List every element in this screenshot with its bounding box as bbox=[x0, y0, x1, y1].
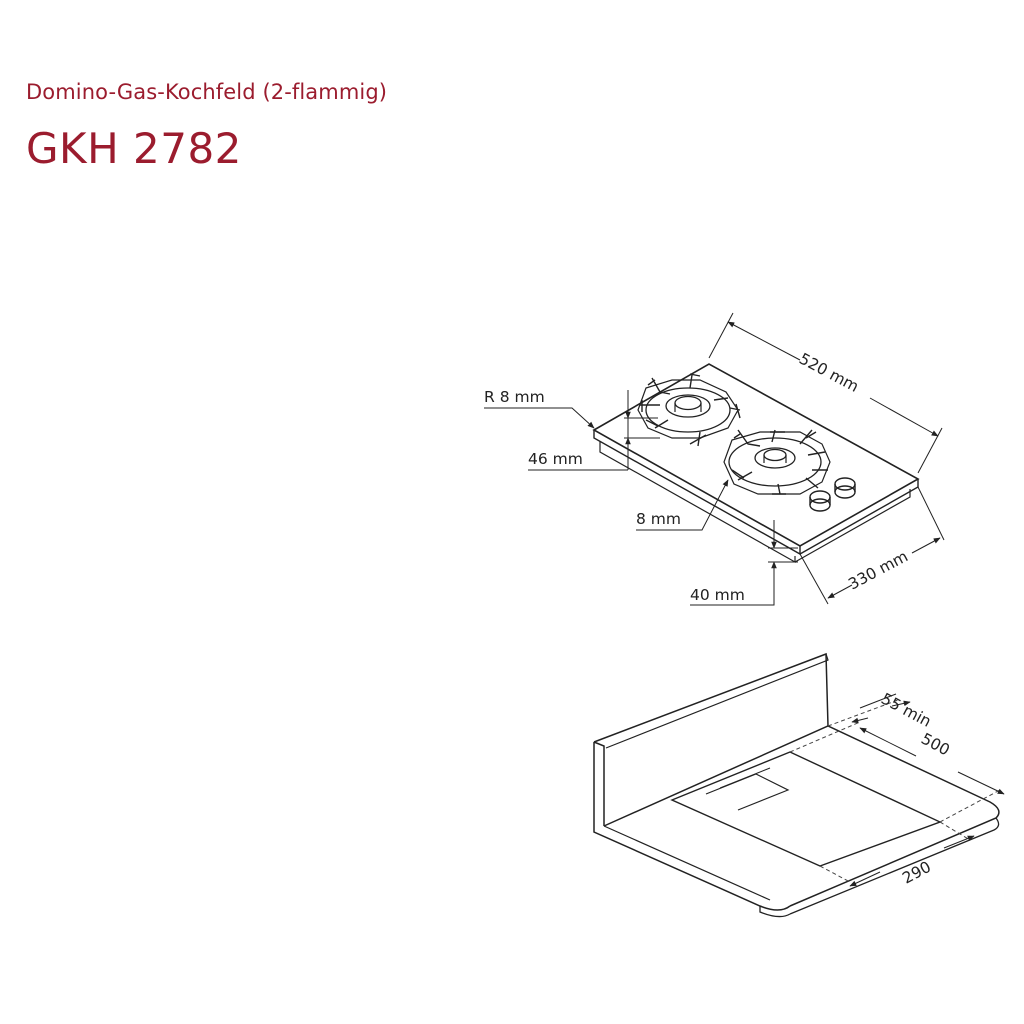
product-model: GKH 2782 bbox=[26, 124, 242, 173]
countertop bbox=[603, 725, 1000, 907]
dim-520 bbox=[708, 312, 943, 474]
product-subtitle: Domino-Gas-Kochfeld (2-flammig) bbox=[26, 80, 388, 104]
hob-right-edge bbox=[799, 479, 919, 555]
dim-330 bbox=[799, 486, 945, 605]
hob-drawing: 520 mm 330 mm R 8 mm 46 mm 8 mm bbox=[484, 312, 945, 606]
dim-40 bbox=[690, 520, 798, 606]
dim-520-label: 520 mm bbox=[796, 350, 862, 396]
control-knobs bbox=[809, 477, 856, 512]
dim-290-label: 290 bbox=[899, 858, 934, 888]
burner-right bbox=[723, 429, 831, 495]
dim-40-label: 40 mm bbox=[690, 586, 745, 604]
burner-left bbox=[637, 373, 741, 447]
cutout-back-panel bbox=[705, 773, 790, 811]
back-wall bbox=[593, 652, 829, 826]
hob-front-edge bbox=[593, 430, 801, 556]
dim-8 bbox=[636, 479, 729, 531]
dim-500-label: 500 bbox=[918, 730, 953, 760]
hob-housing bbox=[599, 441, 911, 564]
dim-290 bbox=[849, 835, 975, 887]
dim-330-label: 330 mm bbox=[845, 547, 911, 593]
dim-55-label: 55 min bbox=[878, 690, 934, 731]
dim-radius-label: R 8 mm bbox=[484, 388, 545, 406]
dim-500 bbox=[859, 727, 1005, 795]
dim-radius bbox=[484, 407, 595, 429]
dim-46-label: 46 mm bbox=[528, 450, 583, 468]
dim-8-label: 8 mm bbox=[636, 510, 681, 528]
cutout-drawing: 55 min 500 290 bbox=[593, 652, 1005, 918]
dim-55 bbox=[851, 693, 911, 724]
dim-46 bbox=[528, 390, 660, 471]
cutout bbox=[670, 751, 942, 867]
